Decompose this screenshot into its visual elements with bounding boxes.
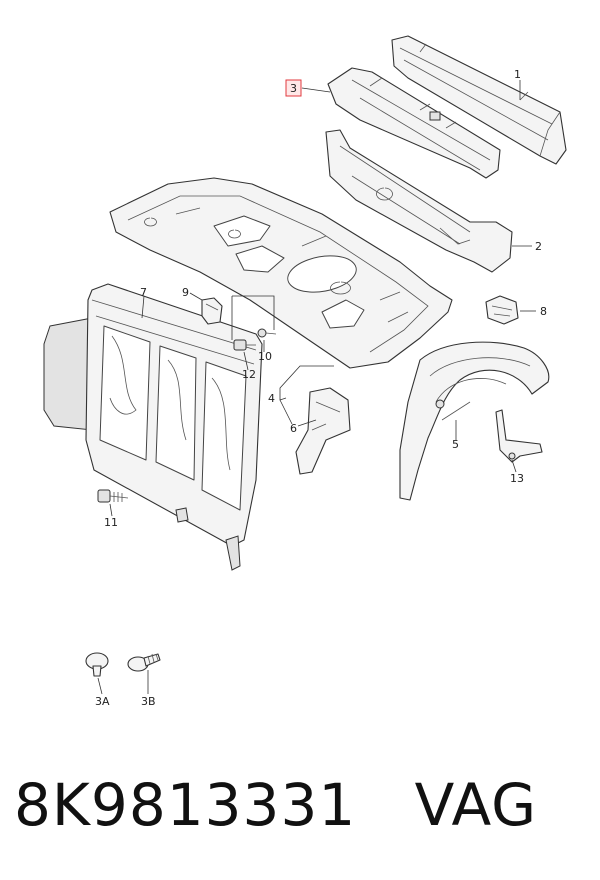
callout-3a: 3A bbox=[95, 695, 110, 708]
callout-3-highlight-box bbox=[285, 79, 302, 97]
callout-1: 1 bbox=[514, 68, 521, 81]
part-3b-fir-tree-clip bbox=[127, 653, 161, 672]
callout-7: 7 bbox=[140, 286, 147, 299]
callout-8: 8 bbox=[540, 305, 547, 318]
callout-2: 2 bbox=[535, 240, 542, 253]
callout-3b: 3B bbox=[141, 695, 156, 708]
leader-lines bbox=[97, 80, 536, 695]
part-4-parcel-shelf bbox=[109, 177, 453, 369]
callout-11: 11 bbox=[104, 516, 118, 529]
part-3-reinforcement bbox=[327, 67, 501, 179]
callout-12: 12 bbox=[242, 368, 256, 381]
part-1-crossmember bbox=[391, 35, 567, 165]
callout-13: 13 bbox=[510, 472, 524, 485]
part-13-bracket bbox=[495, 409, 543, 463]
callout-4: 4 bbox=[268, 392, 275, 405]
part-10-screw bbox=[257, 328, 277, 338]
callout-10: 10 bbox=[258, 350, 272, 363]
callout-3: 3 bbox=[290, 82, 297, 95]
part-9-clip bbox=[201, 297, 223, 325]
callout-labels: 1 2 3 4 5 6 7 8 9 10 11 12 13 3A 3B bbox=[95, 68, 547, 708]
part-2-side-panel bbox=[325, 129, 513, 273]
callout-9: 9 bbox=[182, 286, 189, 299]
part-5-wheel-housing bbox=[399, 341, 550, 501]
part-6-bracket bbox=[295, 387, 351, 475]
footer-caption: 8K9813331 VAG bbox=[14, 770, 537, 840]
part-8-bracket bbox=[485, 295, 519, 325]
part-number: 8K9813331 bbox=[14, 771, 357, 839]
part-3a-push-clip bbox=[85, 652, 109, 677]
part-11-bolt bbox=[97, 489, 129, 503]
part-12-bolt bbox=[233, 339, 256, 351]
brand-name: VAG bbox=[414, 771, 538, 839]
part-7-rear-panel bbox=[43, 283, 263, 571]
callout-5: 5 bbox=[452, 438, 459, 451]
callout-6: 6 bbox=[290, 422, 297, 435]
